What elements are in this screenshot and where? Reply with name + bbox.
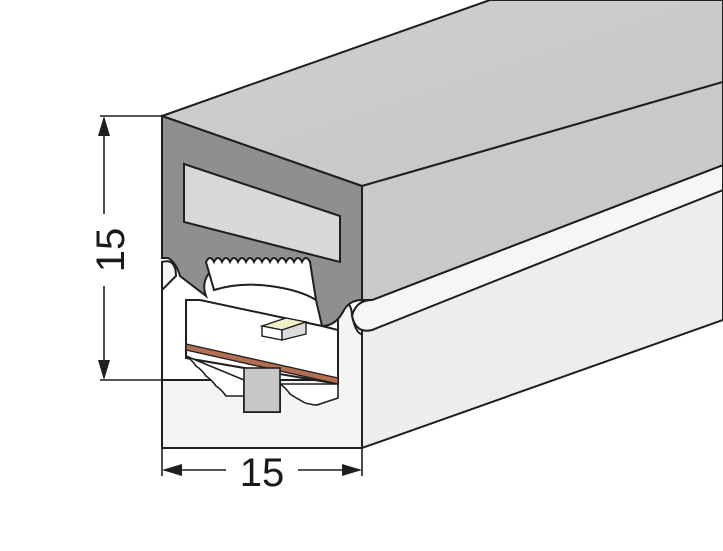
height-dimension: 15 [89,115,162,381]
height-dimension-label: 15 [89,228,133,273]
pcb-strip [185,343,339,385]
width-arrow-left [162,464,182,476]
pcb-holder-teeth-right [277,383,339,406]
width-dimension: 15 [161,448,363,495]
diffuser-hollow-channel [183,162,341,264]
width-arrow-right [342,464,362,476]
diffuser-serrated-edge [204,257,318,303]
width-dimension-label: 15 [240,451,285,495]
led-chip [259,317,309,341]
center-foot [243,367,281,413]
housing-inner-cavity [185,299,339,386]
side-groove-bead [350,163,723,332]
pcb-holder-teeth-left [185,355,245,397]
front-cross-section [161,114,363,449]
diffuser-extrusion [158,0,723,301]
height-arrow-down [98,360,110,380]
height-arrow-up [98,116,110,136]
